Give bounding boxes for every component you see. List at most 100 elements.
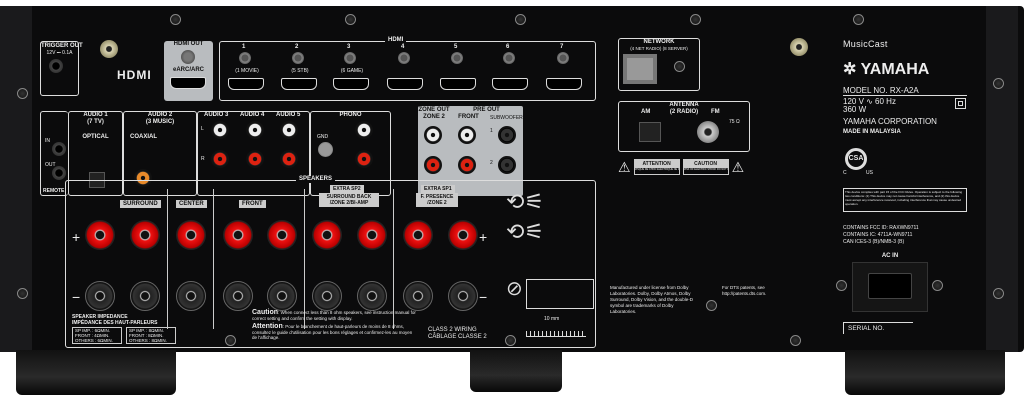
phono-l-jack[interactable] [355, 121, 373, 139]
speaker-terminal-positive[interactable] [312, 220, 342, 250]
fm-connector[interactable] [697, 121, 719, 143]
speaker-terminal-negative[interactable] [448, 281, 478, 311]
imp-line: FRONT : 4ΩMIN. [75, 333, 110, 338]
imp-line: SP IMP. : 8ΩMIN. [129, 328, 164, 333]
audio4-title: AUDIO 4 [240, 112, 265, 118]
csa-c: C [843, 170, 847, 176]
subwoofer2-jack[interactable] [498, 156, 516, 174]
extra-sp1-label: EXTRA SP1 [421, 185, 455, 193]
optical-label: OPTICAL [82, 134, 109, 140]
screw [932, 280, 943, 291]
screw [853, 14, 864, 25]
speaker-terminal-negative[interactable] [357, 281, 387, 311]
network-title: NETWORK [643, 39, 675, 45]
musiccast-logo: MusicCast [843, 39, 888, 49]
left-side-panel [0, 6, 32, 352]
hdmi-input-port-1[interactable] [228, 78, 264, 90]
fcc-id: CONTAINS FCC ID: RAXWN9711 [843, 225, 919, 231]
hdmi-input-port-5[interactable] [440, 78, 476, 90]
impedance-title-fr: IMPÉDANCE DES HAUT-PARLEURS [72, 320, 158, 326]
trigger-jack[interactable] [49, 59, 63, 73]
screw [690, 14, 701, 25]
zone-out-sub: ZONE 2 [423, 114, 445, 120]
am-terminal[interactable] [639, 122, 661, 142]
hdmi-input-section: HDMI 1 (1 MOVIE) 2 (5 STB) 3 (6 GAME) 4 … [219, 37, 596, 101]
double-insulation-icon [955, 98, 966, 109]
trigger-title: TRIGGER OUT [41, 43, 83, 49]
screw [17, 288, 28, 299]
zone-out-title: ZONE OUT [418, 107, 450, 113]
speaker-terminal-negative[interactable] [130, 281, 160, 311]
speaker-terminal-positive[interactable] [223, 220, 253, 250]
ac-inlet[interactable] [852, 262, 928, 312]
audio4-l-jack[interactable] [246, 121, 264, 139]
coaxial-label: COAXIAL [130, 134, 157, 140]
network-section: NETWORK (4 NET RADIO) (8 SERVER) [618, 38, 700, 91]
extra-sp2-label: EXTRA SP2 [330, 185, 364, 193]
coaxial-input[interactable] [134, 169, 152, 187]
speaker-terminal-negative[interactable] [403, 281, 433, 311]
hdmi-input-port-6[interactable] [492, 78, 528, 90]
wireless-antenna-connector[interactable] [790, 38, 808, 56]
wireless-antenna-connector[interactable] [100, 40, 118, 58]
audio5-r-jack[interactable] [280, 150, 298, 168]
front-r-preout[interactable] [458, 156, 476, 174]
hdmi-input-number: 1 [242, 44, 246, 50]
hdmi-out-indicator [181, 50, 195, 64]
speaker-terminal-negative[interactable] [223, 281, 253, 311]
subwoofer1-jack[interactable] [498, 126, 516, 144]
ices-id: CAN ICES-3 (B)/NMB-3 (B) [843, 239, 905, 245]
pre-out-subwoofer: SUBWOOFER [490, 115, 523, 121]
class2-wiring: CLASS 2 WIRING [428, 327, 477, 333]
ethernet-port[interactable] [623, 54, 657, 84]
audio3-l-jack[interactable] [211, 121, 229, 139]
speakers-section: SPEAKERS + − + − SURROUND CENTER FRONT E… [65, 176, 596, 348]
screw [225, 335, 236, 346]
front-l-preout[interactable] [458, 126, 476, 144]
front-label: FRONT [239, 200, 266, 208]
front-presence-label: F. PRESENCE /ZONE 2 [416, 193, 458, 207]
caution-body: : When connect less than 8 ohm speakers,… [252, 310, 416, 321]
remote-in-label: IN [45, 138, 50, 144]
hdmi-input-port-3[interactable] [333, 78, 369, 90]
zone2-r-jack[interactable] [424, 156, 442, 174]
speaker-terminal-negative[interactable] [267, 281, 297, 311]
country-of-origin: MADE IN MALAYSIA [843, 129, 901, 135]
hdmi-input-port-4[interactable] [387, 78, 423, 90]
dts-notice: For DTS patents, see http://patents.dts.… [722, 285, 767, 296]
speaker-terminal-positive[interactable] [357, 220, 387, 250]
power-rating: 120 V ∿ 60 Hz [843, 97, 896, 106]
power-watts: 360 W [843, 105, 867, 114]
hdmi-out-earc-label: eARC/ARC [172, 67, 204, 73]
foot-right [845, 350, 1005, 395]
audio1-sub: (7 TV) [87, 119, 104, 125]
remote-in-jack[interactable] [52, 142, 66, 156]
speaker-terminal-positive[interactable] [267, 220, 297, 250]
speaker-terminal-positive[interactable] [85, 220, 115, 250]
hdmi-input-port-2[interactable] [281, 78, 317, 90]
speaker-terminal-negative[interactable] [312, 281, 342, 311]
attention-notice: Attention: Pour le branchement de haut-p… [252, 323, 417, 341]
hdmi-out-port[interactable] [170, 77, 206, 89]
strip-gauge [526, 331, 586, 337]
phono-r-jack[interactable] [355, 150, 373, 168]
remote-out-jack[interactable] [52, 166, 66, 180]
strip-length: 10 mm [544, 316, 560, 322]
audio5-l-jack[interactable] [280, 121, 298, 139]
attention-text: RISQUE DE CHOC ÉLECTRIQUE NE PAS OUVRIR [634, 168, 679, 171]
speaker-terminal-negative[interactable] [85, 281, 115, 311]
speaker-terminal-positive[interactable] [448, 220, 478, 250]
hdmi-input-number: 7 [560, 44, 564, 50]
hdmi-input-number: 3 [347, 44, 351, 50]
wiring-instruction-illustration: ⟲⚟⟲⚟ [506, 189, 545, 244]
hazard-icon: ⚠ [618, 158, 631, 175]
speaker-terminal-positive[interactable] [176, 220, 206, 250]
hdmi-input-port-7[interactable] [546, 78, 582, 90]
audio3-r-jack[interactable] [211, 150, 229, 168]
speaker-terminal-positive[interactable] [130, 220, 160, 250]
gnd-terminal[interactable] [318, 142, 333, 157]
audio4-r-jack[interactable] [246, 150, 264, 168]
zone2-l-jack[interactable] [424, 126, 442, 144]
speaker-terminal-negative[interactable] [176, 281, 206, 311]
speaker-terminal-positive[interactable] [403, 220, 433, 250]
